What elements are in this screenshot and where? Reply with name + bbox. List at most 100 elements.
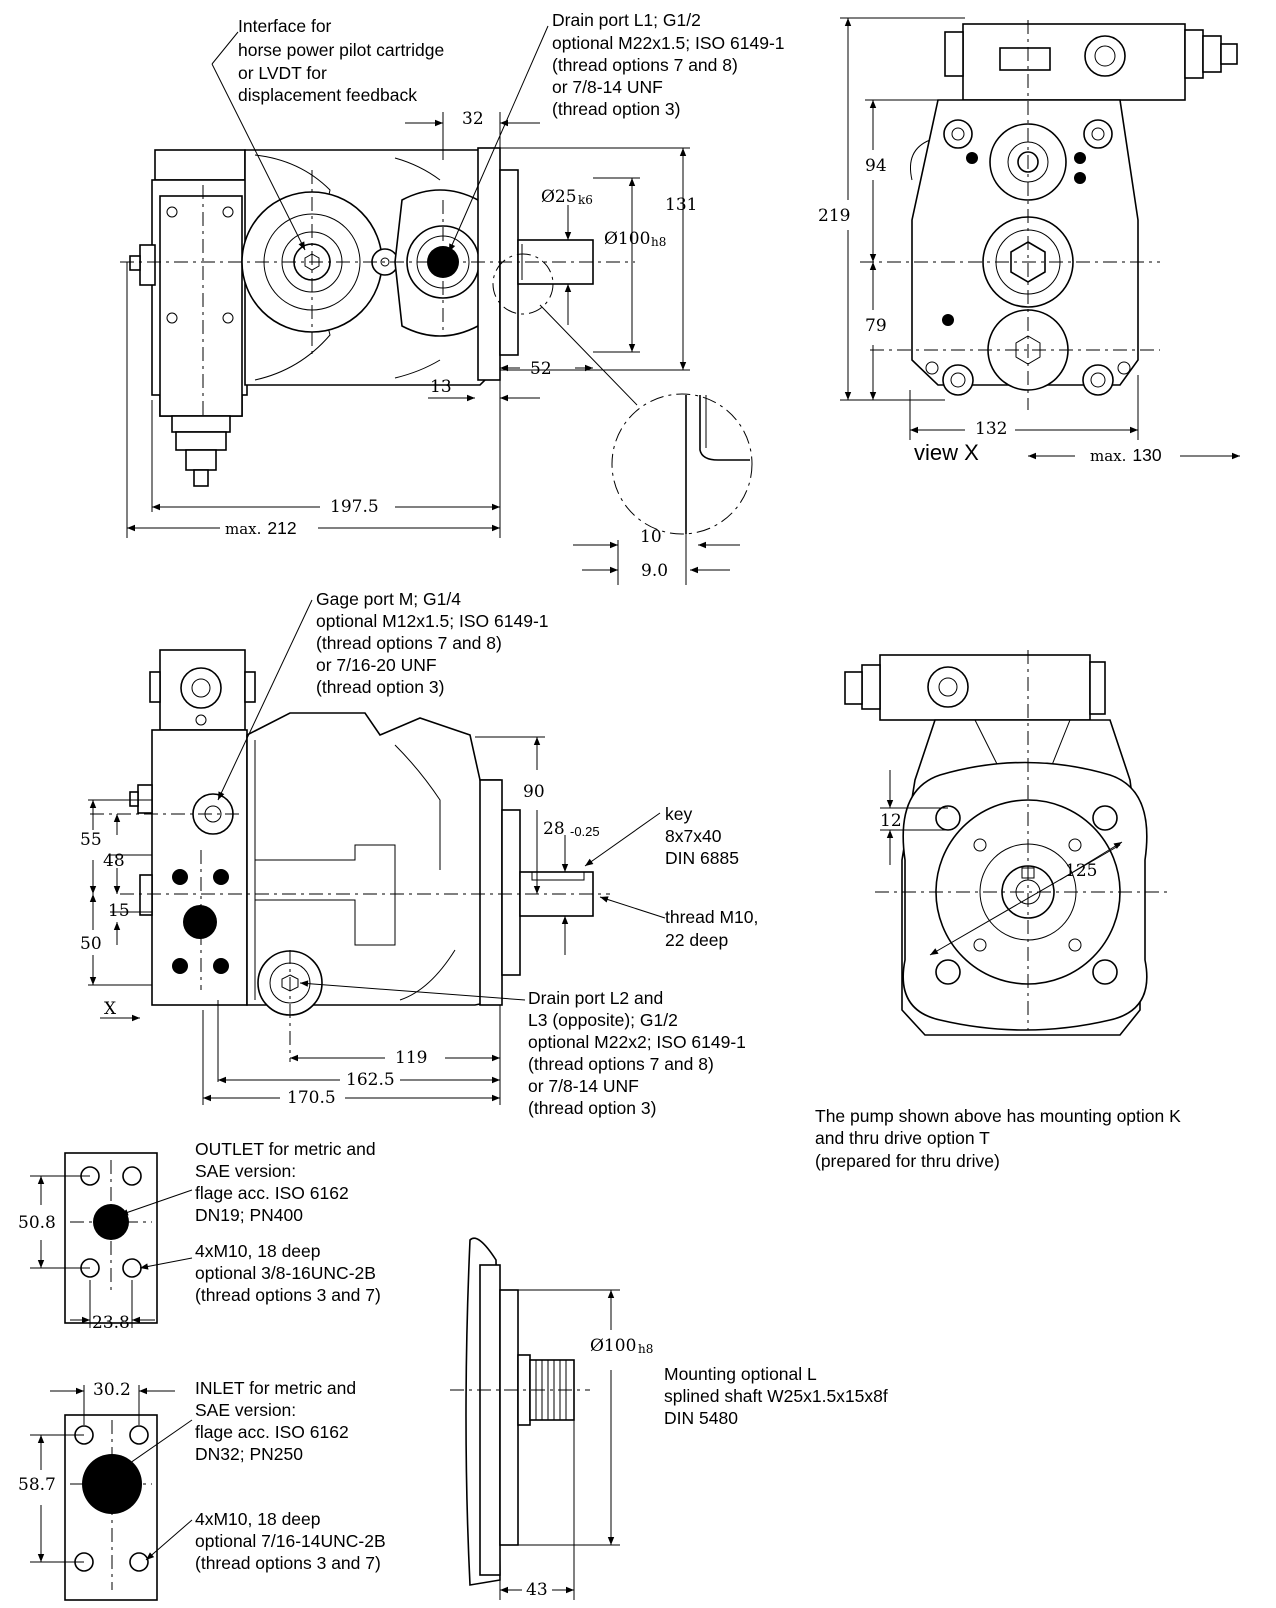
svg-text:DN19; PN400: DN19; PN400 xyxy=(195,1205,303,1225)
view-x-dim-219: 219 xyxy=(818,206,850,226)
outlet-flange: 50.8 23.8 OUTLET for metric and SAE vers… xyxy=(18,1139,381,1333)
outlet-thread-3: (thread options 3 and 7) xyxy=(195,1285,381,1305)
svg-text:thread M10,: thread M10, xyxy=(665,907,758,927)
inlet-callout-1: INLET for metric and xyxy=(195,1378,356,1398)
drain-l2-callout-2: L3 (opposite); G1/2 xyxy=(528,1010,678,1030)
drain-l1-callout-1: Drain port L1; G1/2 xyxy=(552,10,701,30)
inlet-dim-30-2: 30.2 xyxy=(93,1380,131,1400)
svg-text:L3 (opposite); G1/2: L3 (opposite); G1/2 xyxy=(528,1010,678,1030)
front-note-2: and thru drive option T xyxy=(815,1128,990,1148)
svg-text:SAE version:: SAE version: xyxy=(195,1161,296,1181)
svg-text:flage acc. ISO 6162: flage acc. ISO 6162 xyxy=(195,1183,349,1203)
view-x-max130-prefix: max. xyxy=(1090,447,1126,465)
outlet-callout-4: DN19; PN400 xyxy=(195,1205,303,1225)
dim-15: 15 xyxy=(108,901,130,921)
svg-text:optional M12x1.5; ISO 6149-1: optional M12x1.5; ISO 6149-1 xyxy=(316,611,549,631)
dim-131: 131 xyxy=(665,195,697,215)
svg-text:splined shaft W25x1.5x15x8f: splined shaft W25x1.5x15x8f xyxy=(664,1386,888,1406)
svg-text:optional M22x2; ISO 6149-1: optional M22x2; ISO 6149-1 xyxy=(528,1032,746,1052)
svg-text:Drain port L2 and: Drain port L2 and xyxy=(528,988,663,1008)
view-x-label: view X xyxy=(914,440,979,465)
interface-callout-4: displacement feedback xyxy=(238,85,417,105)
svg-text:and thru drive option T: and thru drive option T xyxy=(815,1128,990,1148)
view-x-marker: X xyxy=(104,999,117,1019)
inlet-thread-1: 4xM10, 18 deep xyxy=(195,1509,321,1529)
dim-32: 32 xyxy=(462,109,484,129)
spline-dim-d100: Ø100 xyxy=(590,1336,636,1356)
drain-l2-callout-4: (thread options 7 and 8) xyxy=(528,1054,714,1074)
detail-dim-10: 10 xyxy=(640,527,662,547)
dim-d25: Ø25 xyxy=(541,187,577,207)
key-callout-2: 8x7x40 xyxy=(665,826,722,846)
gage-m-callout-1: Gage port M; G1/4 xyxy=(316,589,461,609)
dim-52: 52 xyxy=(530,359,552,379)
thread-callout-2: 22 deep xyxy=(665,930,728,950)
svg-text:(thread option 3): (thread option 3) xyxy=(528,1098,656,1118)
dim-48: 48 xyxy=(103,851,125,871)
dim-d25-tolerance: k6 xyxy=(578,193,593,207)
gage-m-callout-5: (thread option 3) xyxy=(316,677,444,697)
inlet-thread-3: (thread options 3 and 7) xyxy=(195,1553,381,1573)
dim-d100: Ø100 xyxy=(604,229,650,249)
side-view: Gage port M; G1/4 optional M12x1.5; ISO … xyxy=(80,589,758,1118)
dim-55: 55 xyxy=(80,830,102,850)
svg-text:flage acc. ISO 6162: flage acc. ISO 6162 xyxy=(195,1422,349,1442)
drain-l1-callout-5: (thread option 3) xyxy=(552,99,680,119)
inlet-callout-3: flage acc. ISO 6162 xyxy=(195,1422,349,1442)
svg-text:OUTLET for metric and: OUTLET for metric and xyxy=(195,1139,376,1159)
thread-callout-1: thread M10, xyxy=(665,907,758,927)
drain-l2-callout-1: Drain port L2 and xyxy=(528,988,663,1008)
svg-text:SAE version:: SAE version: xyxy=(195,1400,296,1420)
outlet-thread-1: 4xM10, 18 deep xyxy=(195,1241,321,1261)
dim-170-5: 170.5 xyxy=(287,1088,336,1108)
svg-text:horse power pilot cartridge: horse power pilot cartridge xyxy=(238,40,444,60)
svg-text:(thread options 7 and 8): (thread options 7 and 8) xyxy=(552,55,738,75)
svg-text:INLET for metric and: INLET for metric and xyxy=(195,1378,356,1398)
dim-d100-tolerance: h8 xyxy=(651,235,666,249)
outlet-callout-2: SAE version: xyxy=(195,1161,296,1181)
dim-162-5: 162.5 xyxy=(346,1070,395,1090)
svg-text:optional 3/8-16UNC-2B: optional 3/8-16UNC-2B xyxy=(195,1263,376,1283)
svg-text:(prepared for thru drive): (prepared for thru drive) xyxy=(815,1151,1000,1171)
dim-119: 119 xyxy=(395,1048,427,1068)
svg-text:Gage port M; G1/4: Gage port M; G1/4 xyxy=(316,589,461,609)
outlet-dim-23-8: 23.8 xyxy=(92,1313,130,1333)
svg-text:DIN 6885: DIN 6885 xyxy=(665,848,739,868)
dim-13: 13 xyxy=(430,377,452,397)
view-x-dim-79: 79 xyxy=(865,316,887,336)
dim-28: 28 xyxy=(543,819,565,839)
dim-197-5: 197.5 xyxy=(330,497,379,517)
svg-text:DN32; PN250: DN32; PN250 xyxy=(195,1444,303,1464)
inlet-thread-2: optional 7/16-14UNC-2B xyxy=(195,1531,386,1551)
svg-text:Drain port L1; G1/2: Drain port L1; G1/2 xyxy=(552,10,701,30)
svg-text:optional M22x1.5; ISO 6149-1: optional M22x1.5; ISO 6149-1 xyxy=(552,33,785,53)
gage-m-callout-3: (thread options 7 and 8) xyxy=(316,633,502,653)
dim-max212-prefix: max. xyxy=(225,520,261,538)
spline-dim-43: 43 xyxy=(526,1580,548,1600)
outlet-dim-50-8: 50.8 xyxy=(18,1213,56,1233)
interface-callout-1: Interface for xyxy=(238,16,332,36)
svg-text:displacement feedback: displacement feedback xyxy=(238,85,417,105)
dim-28-tolerance: -0.25 xyxy=(570,824,600,839)
view-x-max130-value: 130 xyxy=(1132,445,1161,465)
svg-text:Interface for: Interface for xyxy=(238,16,332,36)
svg-text:key: key xyxy=(665,804,692,824)
svg-text:8x7x40: 8x7x40 xyxy=(665,826,722,846)
svg-text:DIN 5480: DIN 5480 xyxy=(664,1408,738,1428)
svg-text:(thread options 3 and 7): (thread options 3 and 7) xyxy=(195,1285,381,1305)
interface-callout-3: or LVDT for xyxy=(238,63,327,83)
svg-text:or LVDT for: or LVDT for xyxy=(238,63,327,83)
svg-text:or 7/8-14 UNF: or 7/8-14 UNF xyxy=(528,1076,639,1096)
spline-callout-1: Mounting optional L xyxy=(664,1364,817,1384)
svg-text:max.212: max. 212 xyxy=(225,518,297,538)
gage-m-callout-4: or 7/16-20 UNF xyxy=(316,655,437,675)
interface-callout-2: horse power pilot cartridge xyxy=(238,40,444,60)
inlet-callout-4: DN32; PN250 xyxy=(195,1444,303,1464)
key-callout-3: DIN 6885 xyxy=(665,848,739,868)
svg-text:(thread options 7 and 8): (thread options 7 and 8) xyxy=(316,633,502,653)
dim-max212-value: 212 xyxy=(267,518,296,538)
svg-text:optional 7/16-14UNC-2B: optional 7/16-14UNC-2B xyxy=(195,1531,386,1551)
dim-90: 90 xyxy=(523,782,545,802)
gage-m-callout-2: optional M12x1.5; ISO 6149-1 xyxy=(316,611,549,631)
